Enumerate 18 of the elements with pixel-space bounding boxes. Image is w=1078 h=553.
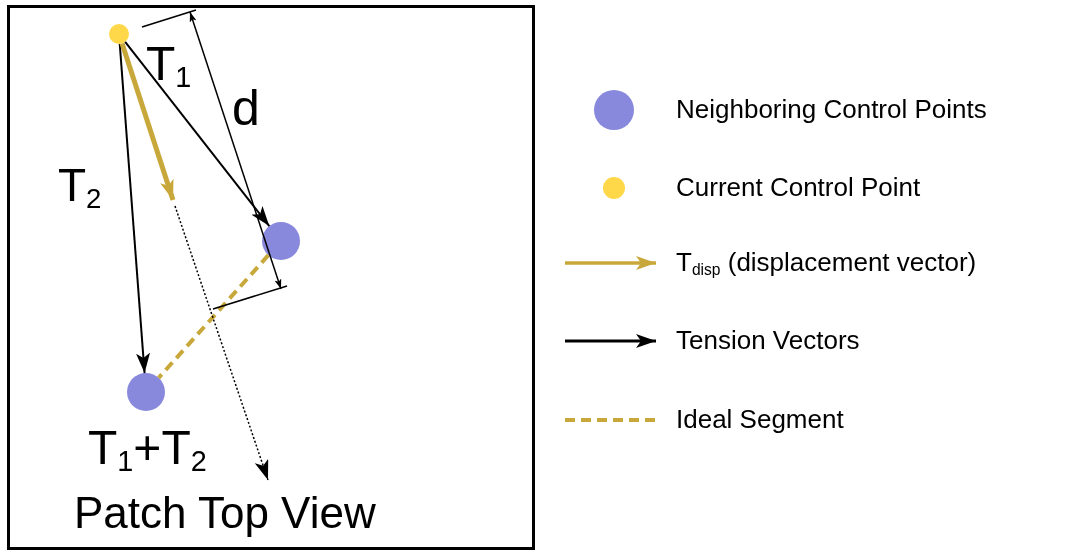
panel-title: Patch Top View (74, 491, 376, 535)
panel-frame (7, 5, 535, 550)
dimension-label: d (232, 83, 260, 133)
control-point (109, 24, 129, 44)
edge-label: T$_{2}$ (58, 162, 102, 213)
legend-label: Tension Vectors (676, 327, 860, 353)
legend-label: T$_{disp}$ (displacement vector) (676, 249, 977, 278)
legend-label: Ideal Segment (676, 406, 844, 432)
vector-label: T$_{1}$+T$_{2}$ (88, 424, 207, 476)
legend-label: Neighboring Control Points (676, 96, 987, 122)
edge-label: T$_{1}$ (146, 40, 192, 92)
vector-arrow (118, 42, 151, 375)
legend-label: Current Control Point (676, 174, 921, 200)
neighbor-point (262, 222, 300, 260)
dashed-line (157, 253, 270, 380)
neighbor-point (127, 373, 165, 411)
vector-arrow (119, 42, 176, 201)
vector-arrow (124, 40, 271, 228)
